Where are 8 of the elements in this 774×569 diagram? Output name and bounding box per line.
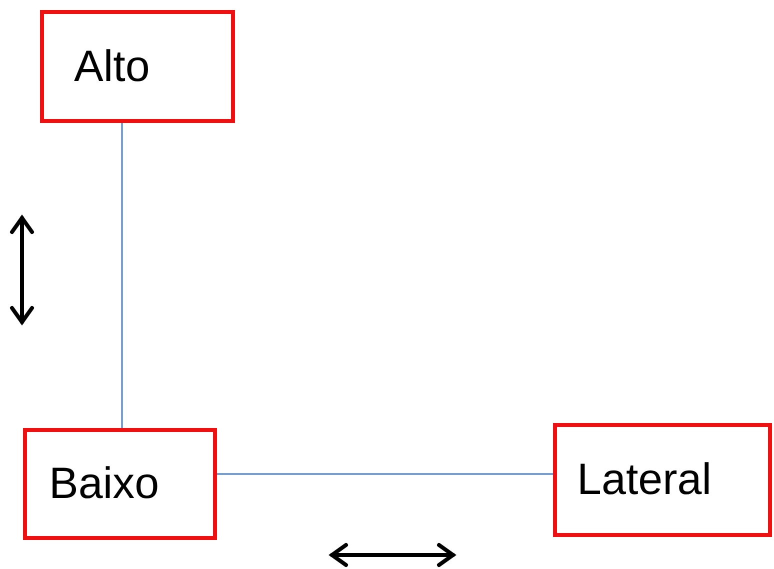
connector-line (217, 473, 553, 475)
label-box (40, 10, 235, 123)
label-box (553, 423, 772, 537)
box-label: Lateral (577, 458, 712, 502)
box-label: Alto (74, 44, 150, 88)
connector-line (121, 123, 123, 428)
box-label: Baixo (49, 462, 160, 506)
label-box (23, 428, 217, 540)
